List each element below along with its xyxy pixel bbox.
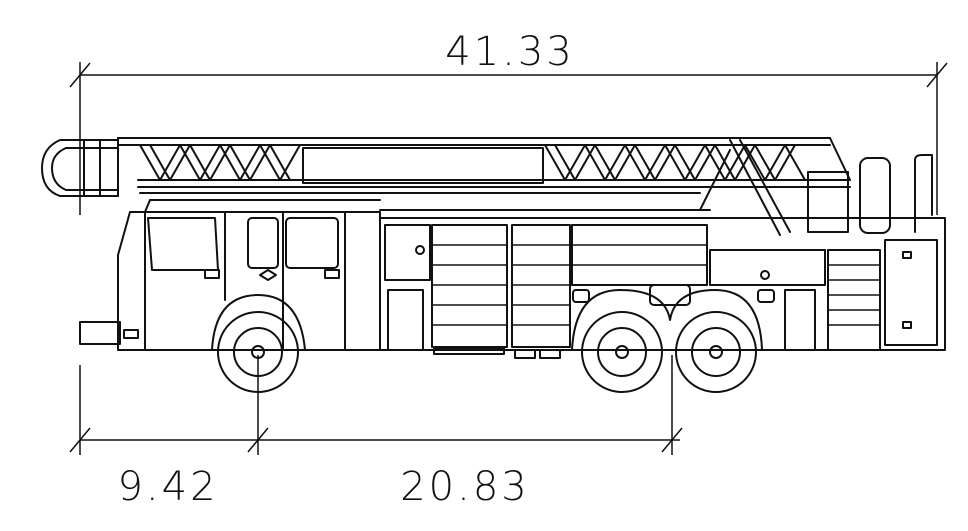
cab bbox=[79, 199, 381, 351]
overall-length-dimension: 41.33 bbox=[69, 29, 948, 215]
front-wheel bbox=[217, 311, 299, 393]
underbody bbox=[433, 284, 775, 359]
bottom-dimensions: 9.42 20.83 bbox=[69, 355, 683, 510]
aerial-ladder bbox=[41, 137, 851, 197]
rear-wheel-1 bbox=[581, 311, 663, 393]
turntable bbox=[699, 139, 933, 236]
wheelbase-label: 20.83 bbox=[400, 464, 530, 510]
door-slats bbox=[432, 244, 707, 326]
front-overhang-label: 9.42 bbox=[117, 464, 218, 510]
rear-wheel-2 bbox=[675, 311, 757, 393]
wheels bbox=[217, 311, 757, 393]
body bbox=[379, 209, 946, 351]
overall-length-label: 41.33 bbox=[445, 29, 575, 75]
